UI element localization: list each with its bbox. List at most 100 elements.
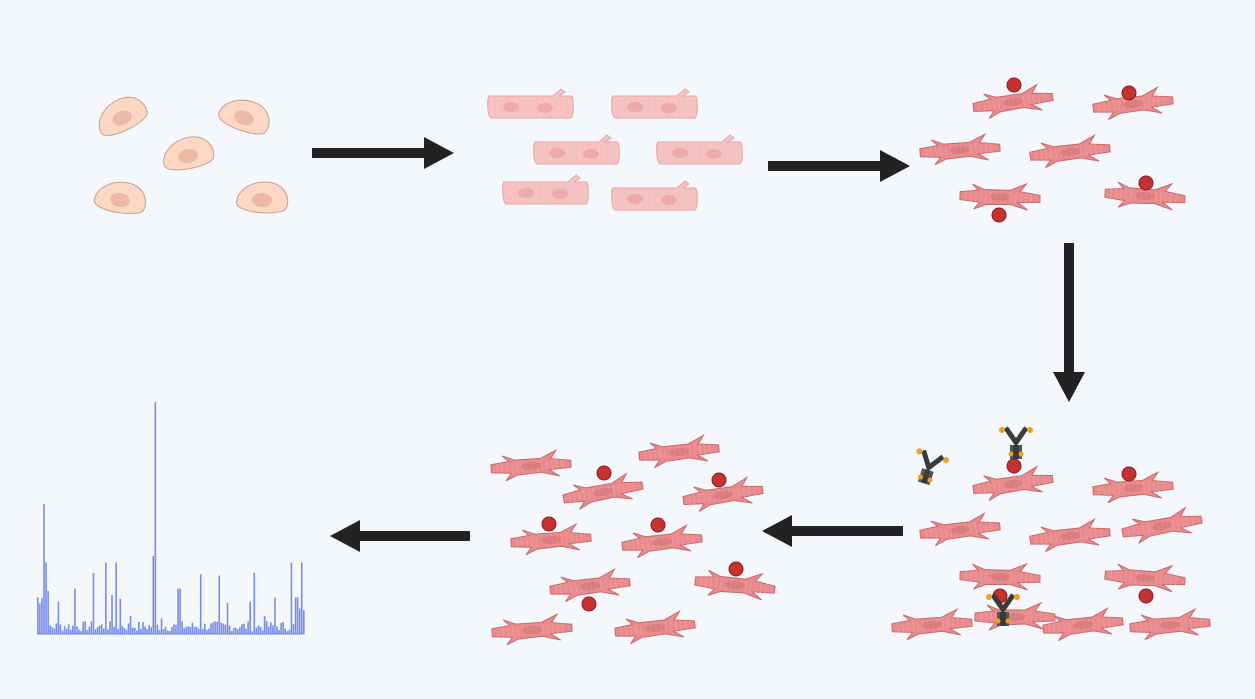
nucleus [1005, 613, 1025, 621]
nucleus [950, 145, 970, 155]
muscle-cell [549, 567, 631, 603]
spectrum-peak [61, 630, 64, 634]
spectrum-peak [121, 625, 124, 634]
spectrum-peak [111, 595, 113, 634]
nanoparticle-icon [541, 516, 557, 532]
spectrum-peak [222, 623, 225, 634]
stem-cell [93, 181, 146, 215]
spectrum-peak [214, 621, 216, 634]
spectrum-peak [80, 630, 82, 634]
spectrum-peak [278, 630, 280, 634]
panel-differentiated-myotubes [487, 88, 743, 211]
muscle-cell [1104, 181, 1186, 211]
nucleus [1060, 531, 1080, 541]
spectrum-peak [270, 622, 272, 634]
spectrum-peak [243, 623, 245, 634]
spectrum-peak [201, 628, 204, 634]
muscle-cell [1121, 506, 1203, 544]
arrow-right-2 [768, 150, 910, 182]
spectrum-peak [119, 598, 122, 634]
nucleus [522, 625, 542, 635]
nucleus [537, 103, 553, 113]
spectrum-peak [158, 629, 161, 634]
spectrum-peak [259, 626, 262, 634]
stem-cell [236, 181, 289, 214]
nucleus [252, 192, 272, 208]
spectrum-peak [274, 597, 276, 634]
spectrum-peak [241, 624, 243, 634]
nucleus [112, 110, 132, 126]
spectrum-peak [280, 623, 282, 634]
spectrum-peak [135, 630, 138, 634]
spectrum-peak [245, 628, 247, 634]
panel-stem-cells [93, 96, 289, 215]
spectrum-peak [257, 625, 260, 634]
nucleus [549, 148, 565, 158]
nucleus [552, 189, 568, 199]
spectrum-peak [168, 630, 171, 634]
nanoparticle-icon [1121, 85, 1137, 101]
nucleus [521, 461, 541, 471]
arrow-right-1 [312, 137, 454, 169]
muscle-cell [694, 569, 776, 601]
nucleus [627, 102, 643, 112]
spectrum-peak [90, 621, 93, 634]
muscle-cell [621, 523, 703, 559]
nucleus [706, 149, 722, 159]
spectrum-peak [220, 622, 223, 634]
nucleus [541, 535, 561, 545]
spectrum-peak [160, 618, 163, 634]
muscle-cell [1029, 133, 1111, 169]
spectrum-peak [142, 622, 144, 634]
nucleus [669, 447, 689, 457]
arrow-left-2 [330, 520, 470, 552]
spectrum-peak [267, 626, 270, 634]
spectrum-peak [146, 628, 148, 634]
panel-particle-treated-cells [919, 77, 1186, 223]
spectrum-peak [63, 626, 66, 634]
spectrum-peak [148, 625, 150, 634]
nanoparticle-icon [991, 207, 1007, 223]
spectrum-peak [303, 610, 305, 634]
muscle-cell [490, 448, 572, 482]
spectrum-peak [117, 628, 120, 634]
spectrum-peak [175, 624, 177, 634]
nanoparticle-icon [728, 561, 744, 577]
spectrum-peak [228, 625, 231, 634]
nucleus [1160, 620, 1180, 630]
muscle-cell [510, 522, 592, 556]
spectrum-peak [69, 629, 72, 634]
spectrum-peak [237, 629, 239, 634]
spectrum-peak [187, 626, 190, 634]
muscle-cell [614, 609, 696, 645]
spectrum-peak [47, 590, 49, 634]
spectrum-peak [191, 622, 194, 634]
spectrum-peak [249, 601, 251, 634]
nanoparticle-icon [581, 596, 597, 612]
spectrum-peak [255, 627, 258, 634]
nucleus [672, 148, 688, 158]
spectrum-peak [195, 626, 198, 634]
spectrum-peak [272, 625, 274, 634]
muscle-cell [959, 182, 1041, 211]
arrow-left-1 [762, 515, 903, 547]
nucleus [990, 572, 1010, 582]
spectrum-peak [72, 625, 74, 634]
stem-cell [163, 136, 215, 171]
spectrum-peak [109, 621, 111, 634]
spectrum-peak [296, 597, 299, 634]
nucleus [1135, 191, 1155, 201]
muscle-cell [972, 83, 1054, 119]
spectrum-peak [181, 621, 183, 634]
spectrum-peak [86, 630, 89, 634]
spectrum-peak [239, 627, 241, 634]
spectrum-peak [253, 572, 256, 634]
nucleus [110, 192, 130, 208]
myotube [533, 134, 620, 165]
spectrum-peak [41, 598, 43, 634]
spectrum-peak [152, 556, 155, 634]
nanoparticle-icon [1006, 77, 1022, 93]
spectrum-peak [129, 615, 132, 634]
nanoparticle-icon [1121, 466, 1137, 482]
muscle-cell [638, 433, 720, 469]
